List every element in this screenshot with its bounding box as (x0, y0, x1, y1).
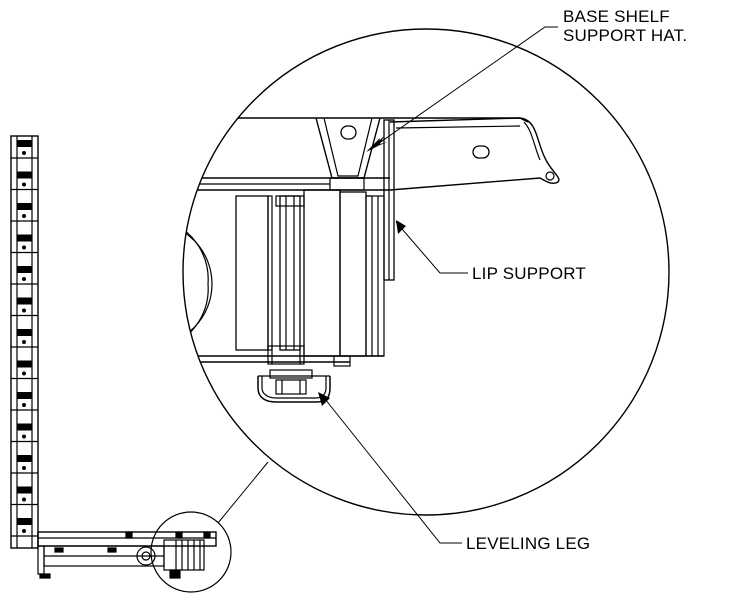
upright-hole (22, 403, 27, 408)
upright-slot (17, 140, 32, 147)
upright-slots (11, 140, 38, 537)
upright-slot (17, 455, 32, 462)
upright-slot (17, 329, 32, 336)
upright-hole (22, 466, 27, 471)
detail-view-content (183, 117, 560, 403)
upright-slot (17, 203, 32, 210)
upright-slot (17, 266, 32, 273)
upright-slot (17, 171, 32, 179)
upright-hole (22, 245, 27, 250)
upright-hole (22, 340, 27, 345)
upright-hole (22, 182, 27, 187)
upright-slot (17, 518, 32, 525)
upright-hole (22, 497, 27, 502)
base-shelf-overall (37, 531, 217, 579)
upright-slot (17, 423, 32, 431)
upright-hole (22, 434, 27, 439)
callout-base-shelf-line1: BASE SHELF (563, 7, 670, 26)
upright-slot (17, 392, 32, 399)
upright-slot (17, 486, 32, 494)
callout-base-shelf-line2: SUPPORT HAT. (563, 26, 688, 45)
detail-circle (182, 28, 670, 516)
upright-hole (22, 277, 27, 282)
callout-leveling-leg: LEVELING LEG (466, 534, 591, 553)
leader-base-shelf (366, 26, 558, 152)
upright-hole (22, 528, 27, 533)
upright-slot (17, 234, 32, 242)
leader-lip-support (395, 220, 468, 274)
upright-slot (17, 297, 32, 305)
callout-lip-support: LIP SUPPORT (472, 264, 587, 283)
upright-hole (22, 371, 27, 376)
upright-post (10, 135, 39, 549)
upright-hole (22, 214, 27, 219)
leader-leveling-leg (318, 392, 462, 544)
detail-reference-circle (150, 461, 269, 593)
upright-hole (22, 308, 27, 313)
upright-hole (22, 151, 27, 156)
upright-slot (17, 360, 32, 368)
